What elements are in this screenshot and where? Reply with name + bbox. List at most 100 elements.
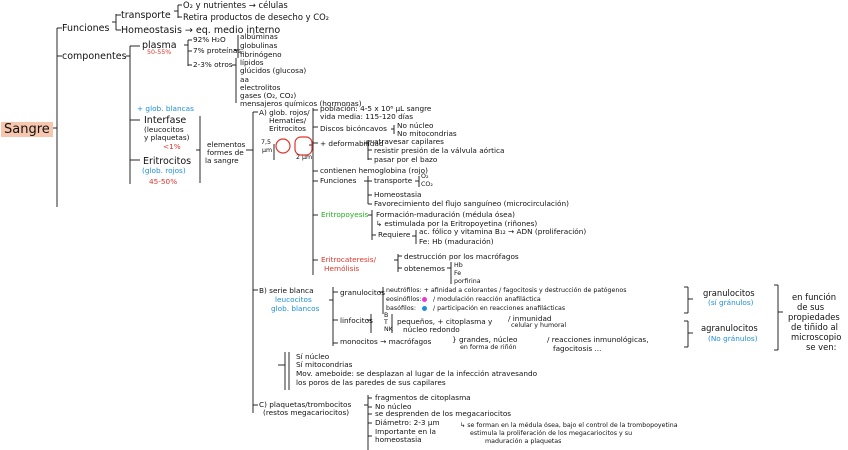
red-biconcave: Discos bicóncavos	[320, 124, 387, 133]
red-co2: CO₂	[421, 181, 433, 188]
white-lin-fn2: núcleo redondo	[403, 325, 460, 334]
red-hb: Hb	[454, 262, 463, 269]
functions-co2: Retira productos de desecho y CO₂	[183, 12, 330, 22]
interface-pct: <1%	[163, 142, 181, 151]
platelets-detach: se desprenden de los megacariocitos	[375, 409, 512, 418]
white-nk: NK	[384, 326, 393, 333]
interface-sub1: (leucocitos	[144, 125, 184, 134]
white-mono-fn4: fagocitosis ...	[553, 344, 602, 353]
white-si-mito: Sí mitocondrias	[296, 360, 353, 369]
red-population: población: 4-5 x 10⁶ µL sangre	[320, 104, 432, 113]
platelets-no-nucleus: No núcleo	[375, 402, 412, 411]
white-si-gran: (sí gránulos)	[708, 298, 754, 307]
functions-o2: O₂ y nutrientes → células	[183, 0, 288, 10]
interface-glob-blancas: + glob. blancas	[137, 104, 194, 113]
plasma-others: 2-3% otros	[193, 60, 233, 69]
white-lin-fn1: pequeños, + citoplasma y	[397, 317, 493, 326]
red-dim-3: 2 µm	[296, 154, 313, 161]
functions-homeostasis: Homeostasis → eq. medio interno	[121, 25, 281, 36]
components-label: componentes	[62, 51, 127, 62]
platelets-formed-2: estimula la proliferación de los megacar…	[470, 430, 633, 437]
red-homeo: Homeostasia	[374, 190, 422, 199]
plasma-albumin: albúminas	[240, 32, 278, 41]
red-deform-3: pasar por el bazo	[374, 155, 438, 164]
red-deform-2: resistir presión de la válvula aórtica	[374, 146, 505, 155]
plasma-percent: 50-55%	[147, 49, 172, 56]
root-label: Sangre	[1, 122, 53, 137]
red-stimulated: ↳ estimulada por la Eritropoyetina (riño…	[376, 219, 538, 228]
red-title-1: A) glob. rojos/	[259, 108, 310, 117]
plasma-water: 92% H₂O	[193, 35, 226, 44]
platelets-important-2: homeostasia	[375, 435, 422, 444]
red-hemoglobin: contienen hemoglobina (rojo)	[320, 166, 428, 175]
white-immun2: celular y humoral	[511, 322, 567, 329]
interface-sub2: y plaquetas)	[144, 133, 190, 142]
red-obtain: obtenemos	[404, 264, 445, 273]
erythrocytes-label: Eritrocitos	[143, 156, 192, 167]
white-glob: glob. blancos	[271, 304, 320, 313]
formed-label-1: elementos	[207, 140, 246, 149]
red-deform: + deformabilidad	[320, 139, 384, 148]
red-fe: Fe: Hb (maduración)	[419, 237, 494, 246]
platelets-important-1: Importante en la	[375, 427, 436, 436]
red-o2: O₂	[421, 173, 429, 180]
white-si-nucleo: Sí núcleo	[296, 352, 330, 361]
platelets-formed-1: ↳ se forman en la médula ósea, bajo el c…	[460, 422, 678, 429]
white-b: B	[384, 312, 389, 319]
formed-label-3: la sangre	[205, 156, 239, 165]
platelets-diameter: Diámetro: 2-3 µm	[375, 418, 440, 427]
plasma-gases: gases (O₂, CO₂)	[240, 91, 297, 100]
white-granulocitos-right: granulocitos	[703, 288, 755, 298]
white-baso-fn: / participación en reacciones anafilácti…	[433, 305, 566, 312]
red-porfirina: porfirina	[454, 278, 481, 285]
white-monocitos: monocitos → macrófagos	[340, 337, 432, 346]
formed-label-2: formes de	[207, 148, 244, 157]
red-requires: Requiere	[378, 230, 411, 239]
erythrocytes-sub: (glob. rojos)	[142, 166, 186, 175]
white-linfocitos: linfocitos	[340, 316, 373, 325]
white-note-2: de sus	[797, 302, 825, 312]
white-t: T	[384, 319, 388, 326]
plasma-proteins: 7% proteínas	[193, 46, 242, 55]
white-immun1: / inmunidad	[508, 314, 552, 323]
red-no-mito: No mitocondrias	[397, 129, 457, 138]
plasma-lipids: lípidos	[240, 58, 264, 67]
white-mono-fn1: } grandes, núcleo	[452, 335, 518, 344]
plasma-electrolytes: electrolitos	[240, 83, 281, 92]
red-title-3: Eritrocitos	[269, 124, 306, 133]
white-title: B) serie blanca	[259, 286, 314, 295]
red-hemolisis: Hemólisis	[324, 264, 360, 273]
white-no-gran: (No gránulos)	[708, 334, 758, 343]
white-eosino: eosinófilos:	[386, 296, 422, 303]
red-eritropoyesis: Eritropoyesis	[321, 210, 369, 219]
plasma-aa: aa	[240, 75, 249, 84]
interface-label: Interfase	[144, 115, 187, 126]
white-note-4: de tiñido al	[791, 322, 838, 332]
white-mono-fn2: en forma de riñón	[460, 344, 517, 351]
red-deform-1: atravesar capilares	[374, 137, 444, 146]
plasma-fibrinogen: fibrinógeno	[240, 50, 282, 59]
white-leuco: leucocitos	[275, 295, 312, 304]
red-fe2: Fe	[454, 270, 462, 277]
white-mov1: Mov. ameboide: se desplazan al lugar de …	[296, 369, 538, 378]
white-mov2: los poros de las paredes de sus capilare…	[296, 378, 446, 387]
functions-label: Funciones	[62, 23, 110, 34]
erythrocytes-pct: 45-50%	[149, 177, 178, 186]
red-flow: Favorecimiento del flujo sanguíneo (micr…	[374, 199, 569, 208]
white-eosino-fn: / modulación reacción anafiláctica	[433, 296, 541, 303]
plasma-globulins: globulinas	[240, 41, 278, 50]
functions-transporte: transporte	[121, 10, 171, 21]
red-destruction: destrucción por los macrófagos	[404, 252, 519, 261]
platelets-formed-3: maduración a plaquetas	[485, 438, 562, 445]
white-note-3: propiedades	[788, 312, 840, 322]
white-mono-fn3: / reacciones inmunológicas,	[547, 335, 649, 344]
plasma-messengers: mensajeros químicos (hormonas)	[240, 99, 362, 108]
platelets-title-2: (restos megacariocitos)	[263, 408, 350, 417]
platelets-title-1: C) plaquetas/trombocitos	[259, 400, 352, 409]
red-transporte: transporte	[374, 176, 413, 185]
platelets-frag: fragmentos de citoplasma	[375, 393, 471, 402]
red-eritrocateresis: Eritrocateresis/	[321, 255, 377, 264]
white-note-6: se ven:	[806, 342, 837, 352]
red-lifespan: vida media: 115-120 días	[320, 112, 414, 121]
white-baso: basófilos:	[386, 305, 416, 312]
